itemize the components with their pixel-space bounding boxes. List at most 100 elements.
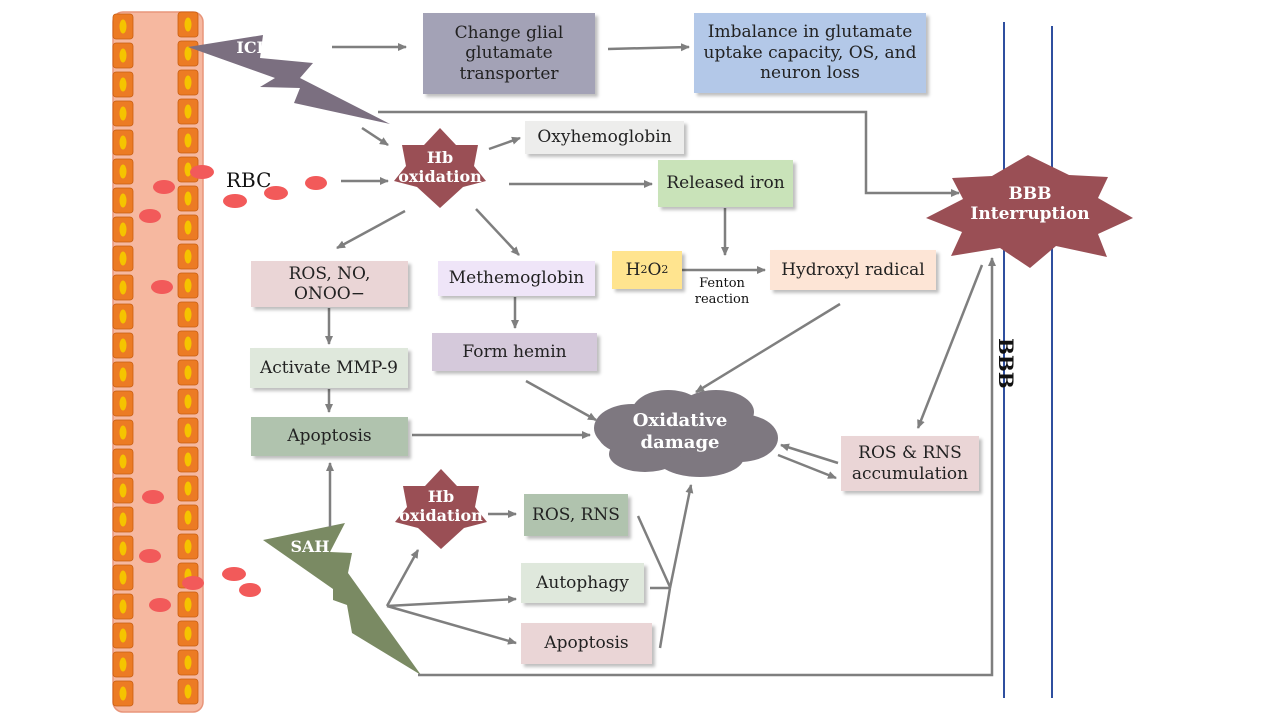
cell-nucleus [119, 686, 127, 701]
arrow [385, 549, 420, 607]
cell-nucleus [184, 452, 192, 467]
arrow [488, 136, 521, 151]
cell-nucleus [184, 162, 192, 177]
connector-line [658, 587, 672, 649]
arrow [475, 208, 520, 256]
cell-nucleus [184, 191, 192, 206]
cell-nucleus [119, 280, 127, 295]
ich-lightning-bolt [188, 35, 390, 124]
cell-nucleus [184, 597, 192, 612]
cell-nucleus [119, 222, 127, 237]
arrow [777, 453, 837, 480]
hb-oxidation-star-top [394, 128, 486, 208]
bbb-vertical-label: BBB [994, 338, 1018, 389]
arrow [780, 443, 839, 465]
rbc-dot [190, 165, 214, 179]
cell-nucleus [119, 454, 127, 469]
form-hemin-box: Form hemin [432, 333, 597, 371]
endothelial-cells-right [177, 11, 199, 705]
rbc-dot [142, 490, 164, 504]
cell-nucleus [119, 396, 127, 411]
cell-nucleus [119, 657, 127, 672]
apoptosis-bottom-box: Apoptosis [521, 623, 652, 664]
rbc-dot [139, 549, 161, 563]
cell-nucleus [119, 251, 127, 266]
cell-nucleus [119, 48, 127, 63]
cell-nucleus [119, 309, 127, 324]
cell-nucleus [119, 512, 127, 527]
cell-nucleus [119, 367, 127, 382]
h2o2-sub-2: 2 [661, 263, 669, 277]
bbb-interruption-star [926, 155, 1133, 268]
arrow [668, 484, 694, 589]
cell-nucleus [119, 483, 127, 498]
connector-line [636, 515, 672, 588]
cell-nucleus [184, 394, 192, 409]
released-iron-box: Released iron [658, 160, 793, 207]
cell-nucleus [119, 164, 127, 179]
rbc-dot [223, 194, 247, 208]
bbb-interruption-label: BBB Interruption [970, 184, 1090, 225]
cell-nucleus [119, 628, 127, 643]
rbc-dot [151, 280, 173, 294]
hydroxyl-radical-box: Hydroxyl radical [770, 250, 936, 290]
cell-nucleus [184, 220, 192, 235]
oxyhemoglobin-box: Oxyhemoglobin [525, 121, 684, 154]
h2o2-sub-1: 2 [640, 263, 648, 277]
oxidative-damage-label: Oxidative damage [632, 410, 728, 453]
glial-transporter-box: Change glial glutamate transporter [423, 13, 595, 94]
cell-nucleus [184, 46, 192, 61]
cell-nucleus [119, 106, 127, 121]
rbc-dot [222, 567, 246, 581]
rbc-dot [305, 176, 327, 190]
rbc-dot [149, 598, 171, 612]
hb-oxidation-star-bottom [395, 469, 487, 549]
glutamate-imbalance-box: Imbalance in glutamate uptake capacity, … [694, 13, 926, 93]
cell-nucleus [119, 599, 127, 614]
cell-nucleus [119, 77, 127, 92]
pathway-arrows [325, 43, 996, 677]
autophagy-box: Autophagy [521, 563, 644, 603]
activate-mmp9-box: Activate MMP-9 [250, 348, 408, 388]
cell-nucleus [184, 684, 192, 699]
ros-no-onoo-box: ROS, NO, ONOO− [251, 261, 408, 307]
cell-nucleus [184, 510, 192, 525]
cell-nucleus [184, 626, 192, 641]
arrow [525, 379, 597, 422]
cell-nucleus [184, 655, 192, 670]
ros-rns-accumulation-box: ROS & RNS accumulation [841, 436, 979, 491]
ich-label: ICH [236, 38, 272, 57]
rbc-dot [182, 576, 204, 590]
cell-nucleus [184, 307, 192, 322]
arrow [386, 595, 517, 608]
hb-oxidation-top-label: Hb oxidation [398, 148, 482, 187]
cell-nucleus [184, 17, 192, 32]
arrow [361, 126, 389, 147]
apoptosis-top-box: Apoptosis [251, 417, 408, 456]
arrow [695, 302, 841, 394]
cell-nucleus [184, 249, 192, 264]
red-blood-cells [139, 165, 327, 612]
ros-rns-box: ROS, RNS [524, 494, 628, 536]
rbc-dot [239, 583, 261, 597]
arrow [386, 604, 517, 645]
fenton-reaction-label: Fenton reaction [694, 276, 750, 308]
hb-oxidation-bottom-label: Hb oxidation [399, 487, 483, 526]
sah-lightning-bolt [263, 523, 421, 675]
cell-nucleus [119, 193, 127, 208]
arrow [418, 257, 996, 677]
rbc-dot [139, 209, 161, 223]
h2o2-h: H [625, 259, 641, 280]
cell-nucleus [184, 423, 192, 438]
sah-label: SAH [290, 537, 330, 556]
cell-nucleus [119, 338, 127, 353]
arrow [378, 110, 960, 197]
rbc-dot [264, 186, 288, 200]
cell-nucleus [184, 133, 192, 148]
arrow [336, 209, 406, 250]
cell-nucleus [184, 278, 192, 293]
cell-nucleus [184, 336, 192, 351]
